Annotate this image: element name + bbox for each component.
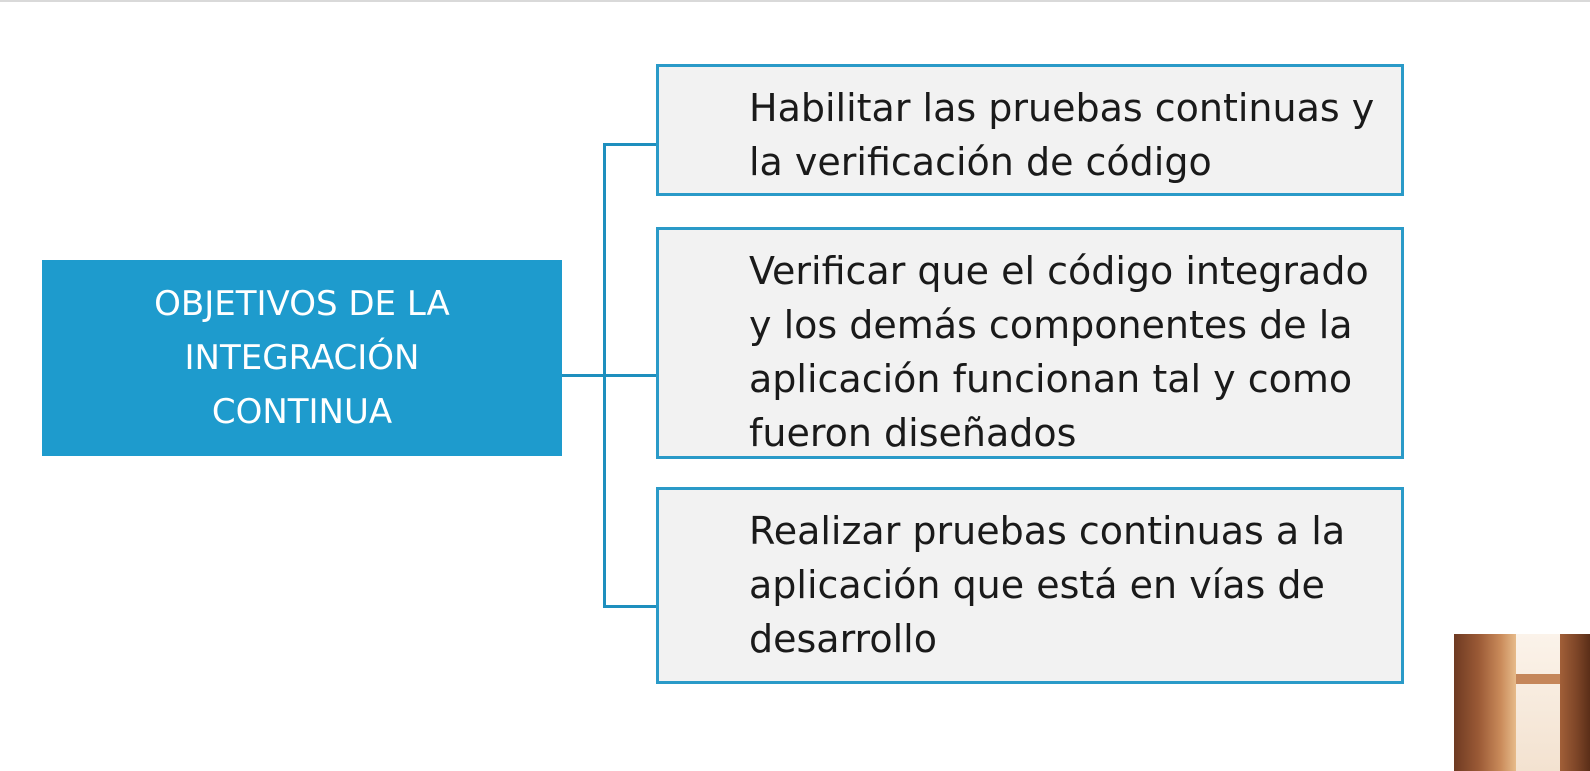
connector-main-horizontal	[562, 374, 656, 377]
connector-branch-1	[603, 143, 656, 146]
main-concept-label: OBJETIVOS DE LA INTEGRACIÓN CONTINUA	[154, 284, 450, 432]
window-photo-icon	[1454, 634, 1590, 771]
connector-branch-3	[603, 605, 656, 608]
main-concept-box: OBJETIVOS DE LA INTEGRACIÓN CONTINUA	[42, 260, 562, 456]
connector-vertical-trunk	[603, 143, 606, 608]
objective-label-2: Verificar que el código integrado y los …	[749, 249, 1369, 455]
objective-box-1: Habilitar las pruebas continuas y la ver…	[656, 64, 1404, 196]
objective-box-3: Realizar pruebas continuas a la aplicaci…	[656, 487, 1404, 684]
top-divider	[0, 0, 1590, 2]
objective-label-3: Realizar pruebas continuas a la aplicaci…	[749, 509, 1346, 661]
objective-box-2: Verificar que el código integrado y los …	[656, 227, 1404, 459]
objective-label-1: Habilitar las pruebas continuas y la ver…	[749, 86, 1375, 184]
